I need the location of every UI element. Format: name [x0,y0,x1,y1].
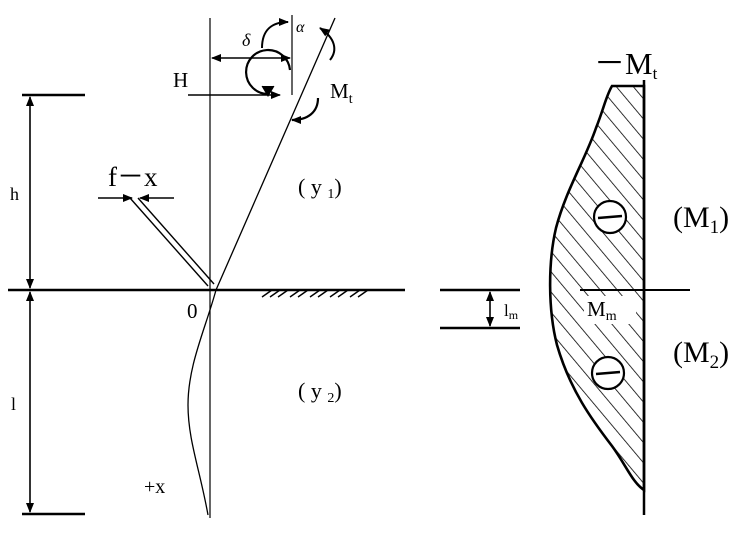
origin-label: 0 [187,299,198,323]
f-minus-x-label: f－x [108,162,158,192]
lm-sub: m [509,308,519,322]
lower-rotation-arc [291,97,320,124]
deflected-pile-below [187,289,217,516]
y1-open: ( y [298,174,327,199]
mm-sub: m [606,309,617,324]
l-label: l [11,394,16,414]
mt-moment-arc [245,48,292,96]
y2-open: ( y [298,378,327,403]
m2-open: (M [673,336,710,369]
lm-label: lm [504,301,519,322]
moment-area [548,84,646,493]
mm-label: Mm [587,297,617,324]
minus-sign-upper-icon [592,199,628,235]
y1-sub: 1 [327,187,334,202]
m2-close: ) [719,336,729,369]
y1-label: ( y 1) [298,174,342,202]
plus-x-label: +x [144,476,165,498]
h-force-label: H [173,68,188,92]
y1-close: ) [334,174,341,199]
m1-label: (M1) [673,201,729,238]
mt-sub: t [349,92,353,107]
mt-main: M [330,79,349,103]
mm-label-background [584,296,636,324]
m1-open: (M [673,201,710,234]
mt-top-label: －Mt [594,46,658,83]
alpha-rotation-arc [319,27,336,61]
mt-top-sub: t [653,64,658,83]
mt-top-main: －M [594,46,653,81]
m2-label: (M2) [673,336,729,373]
minus-sign-lower-icon [590,355,626,391]
delta-label: δ [242,30,251,50]
alpha-label: α [296,19,305,36]
lm-main: l [504,301,509,320]
pile-deflection-diagram [8,15,405,518]
y2-close: ) [334,378,341,403]
deflected-pile-above [215,17,336,291]
moment-diagram [440,80,690,515]
inclined-pile-line-2 [137,197,215,285]
y2-sub: 2 [327,391,334,406]
y2-label: ( y 2) [298,378,342,406]
delta-rotation-arc [261,18,289,49]
h-label: h [10,184,19,204]
inclined-pile-line-1 [129,197,209,287]
mt-label: Mt [330,79,353,107]
m1-close: ) [719,201,729,234]
mt-moment-arrowhead [261,85,275,97]
m1-sub: 1 [710,217,720,238]
m2-sub: 2 [710,352,720,373]
mm-main: M [587,297,606,321]
soil-hatch [261,289,369,298]
